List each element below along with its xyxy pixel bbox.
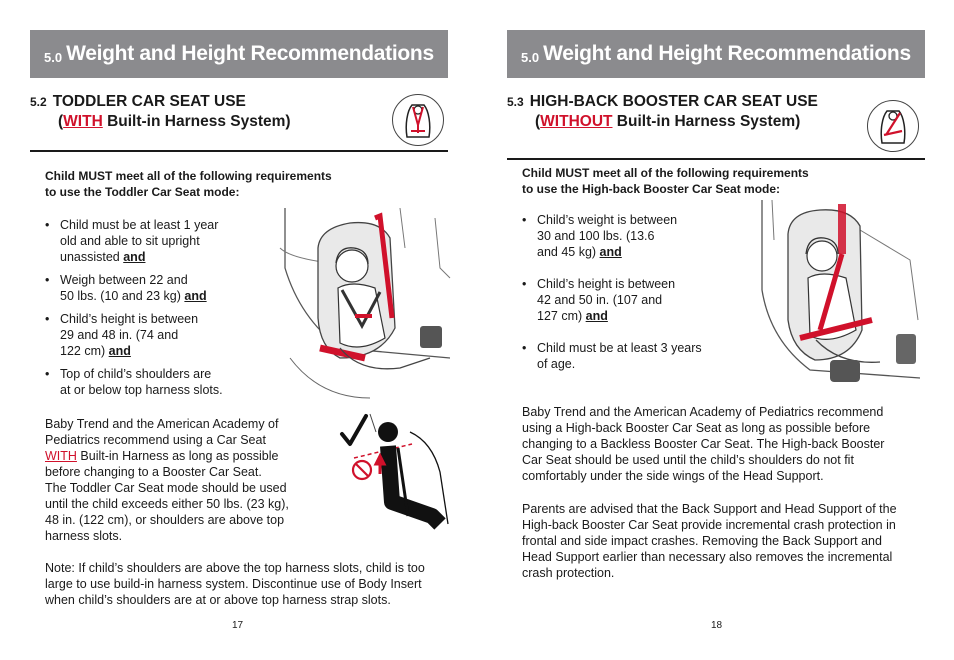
recommendation-paragraph: Baby Trend and the American Academy of P… bbox=[45, 416, 315, 544]
page-number: 18 bbox=[711, 620, 723, 631]
harness-seat-icon bbox=[392, 94, 444, 146]
requirements-heading: Child MUST meet all of the following req… bbox=[522, 165, 809, 197]
advisory-paragraph: Parents are advised that the Back Suppor… bbox=[522, 501, 942, 581]
subsection-subheading: Built-in Harness System) bbox=[102, 113, 291, 130]
note-paragraph: Note: If child’s shoulders are above the… bbox=[45, 560, 465, 608]
para-line: 48 in. (122 cm), or shoulders are above … bbox=[45, 513, 285, 527]
subsection-heading: HIGH-BACK BOOSTER CAR SEAT USE bbox=[529, 93, 818, 110]
without-highlight: WITHOUT bbox=[540, 113, 613, 130]
subsection-heading: TODDLER CAR SEAT USE bbox=[52, 93, 246, 110]
header-title: Weight and Height Recommendations bbox=[543, 42, 911, 65]
para-line: Parents are advised that the Back Suppor… bbox=[522, 502, 897, 516]
header-title: Weight and Height Recommendations bbox=[66, 42, 434, 65]
note-line: large to use build-in harness system. Di… bbox=[45, 577, 422, 591]
page-number: 17 bbox=[232, 620, 244, 631]
paren: ( bbox=[535, 113, 541, 130]
note-line: Note: If child’s shoulders are above the… bbox=[45, 561, 425, 575]
para-line: WITH Built-in Harness as long as possibl… bbox=[45, 449, 279, 463]
paren: ( bbox=[58, 113, 64, 130]
section-header: 5.0 Weight and Height Recommendations bbox=[30, 30, 448, 78]
section-rule bbox=[30, 150, 448, 152]
header-number: 5.0 bbox=[44, 49, 63, 65]
para-line: before changing to a Booster Car Seat. bbox=[45, 465, 262, 479]
para-line: crash protection. bbox=[522, 566, 615, 580]
para-line: High-back Booster Car Seat provide incre… bbox=[522, 518, 896, 532]
req-line: Child MUST meet all of the following req… bbox=[522, 166, 809, 180]
section-rule bbox=[507, 158, 925, 160]
subsection-number: 5.3 bbox=[507, 95, 524, 109]
recommendation-paragraph: Baby Trend and the American Academy of P… bbox=[522, 404, 942, 484]
requirements-heading: Child MUST meet all of the following req… bbox=[45, 168, 332, 200]
with-highlight: WITH bbox=[45, 449, 77, 463]
subsection-number: 5.2 bbox=[30, 95, 47, 109]
para-line: Baby Trend and the American Academy of P… bbox=[522, 405, 884, 419]
section-header: 5.0 Weight and Height Recommendations bbox=[507, 30, 925, 78]
with-highlight: WITH bbox=[63, 113, 103, 130]
para-line: Pediatrics recommend using a Car Seat bbox=[45, 433, 266, 447]
req-line: to use the Toddler Car Seat mode: bbox=[45, 185, 240, 199]
para-line: Car Seat should be used until the child’… bbox=[522, 453, 854, 467]
subsection-title: 5.2 TODDLER CAR SEAT USE (WITH Built-in H… bbox=[30, 92, 291, 132]
prohibited-icon bbox=[351, 459, 373, 481]
subsection-subheading: Built-in Harness System) bbox=[612, 113, 801, 130]
subsection-title: 5.3 HIGH-BACK BOOSTER CAR SEAT USE (WITHO… bbox=[507, 92, 818, 132]
harness-slot-diagram bbox=[340, 413, 449, 530]
para-line: Head Support earlier than necessary also… bbox=[522, 550, 893, 564]
para-line: frontal and side impact crashes. Removin… bbox=[522, 534, 882, 548]
para-line: until the child exceeds either 50 lbs. (… bbox=[45, 497, 289, 511]
page-18: 5.0 Weight and Height Recommendations 5.… bbox=[477, 0, 954, 660]
req-line: to use the High-back Booster Car Seat mo… bbox=[522, 182, 781, 196]
para-line: comfortably under the side wings of the … bbox=[522, 469, 824, 483]
req-line: Child MUST meet all of the following req… bbox=[45, 169, 332, 183]
child-in-harness-illustration bbox=[279, 207, 451, 399]
note-line: when child’s shoulders are at or above t… bbox=[45, 593, 391, 607]
page-17: 5.0 Weight and Height Recommendations 5.… bbox=[0, 0, 477, 660]
para-line: The Toddler Car Seat mode should be used bbox=[45, 481, 287, 495]
child-in-booster-illustration bbox=[761, 199, 921, 382]
para-line: harness slots. bbox=[45, 529, 123, 543]
booster-seat-icon bbox=[867, 100, 919, 152]
para-line: changing to a Backless Booster Car Seat.… bbox=[522, 437, 885, 451]
para-line: using a High-back Booster Car Seat as lo… bbox=[522, 421, 871, 435]
para-line: Baby Trend and the American Academy of bbox=[45, 417, 279, 431]
checkmark-icon bbox=[340, 414, 368, 446]
header-number: 5.0 bbox=[521, 49, 540, 65]
